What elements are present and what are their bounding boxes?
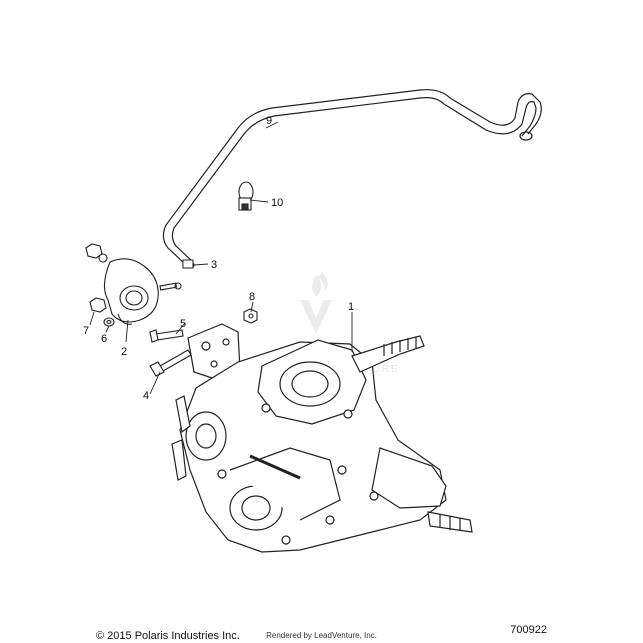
hose-part-9 [162,89,542,269]
washer-part-6 [103,317,115,327]
nut-part-top [85,243,108,263]
callout-4: 4 [143,390,149,402]
callout-5: 5 [180,318,186,330]
render-credit-text: Rendered by LeadVenture, Inc. [266,631,377,640]
gearcase-assembly-part-1 [171,323,473,553]
callout-1: 1 [348,301,354,313]
callout-8: 8 [249,291,255,303]
clip-part-3 [182,259,194,269]
callout-2: 2 [121,346,127,358]
callout-7: 7 [83,325,89,337]
diagram-part-number: 700922 [510,624,547,636]
copyright-text: © 2015 Polaris Industries Inc. [96,630,240,642]
clamp-part-10 [238,181,254,211]
bolt-part-5 [149,329,184,343]
callout-6: 6 [101,333,107,345]
nut-part-7 [89,297,107,313]
callout-10: 10 [271,197,283,209]
bolt-part-4 [149,349,192,377]
callout-9: 9 [266,115,272,127]
callout-3: 3 [211,259,217,271]
leader-lines [89,121,353,395]
nut-part-8 [243,308,258,324]
sensor-cover-part-2 [103,258,182,325]
